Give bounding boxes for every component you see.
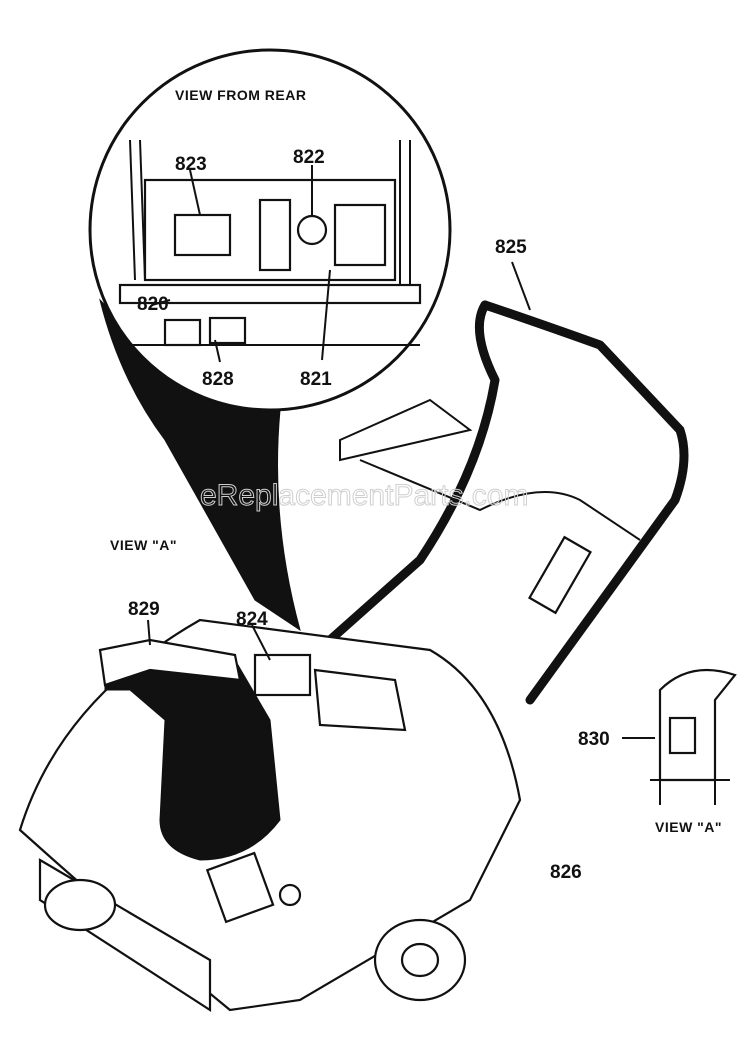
callout-822: 822 — [293, 147, 325, 168]
view-a-bottom-label: VIEW "A" — [655, 819, 722, 835]
view-a-inset — [650, 668, 737, 805]
handle-assembly — [325, 300, 689, 705]
callout-828: 828 — [202, 369, 234, 390]
watermark-text: eReplacementParts.com — [200, 479, 528, 512]
view-from-rear-label: VIEW FROM REAR — [175, 87, 306, 103]
rear-panel-detail — [118, 139, 422, 347]
callout-823: 823 — [175, 154, 207, 175]
leader-lines — [147, 165, 655, 739]
callout-820: 820 — [137, 294, 169, 315]
callout-826: 826 — [550, 862, 582, 883]
view-a-top-label: VIEW "A" — [110, 537, 177, 553]
callout-830: 830 — [578, 729, 610, 750]
callout-824: 824 — [236, 609, 268, 630]
snowthrower-body — [18, 618, 522, 1013]
callout-825: 825 — [495, 237, 527, 258]
callout-821: 821 — [300, 369, 332, 390]
callout-829: 829 — [128, 599, 160, 620]
